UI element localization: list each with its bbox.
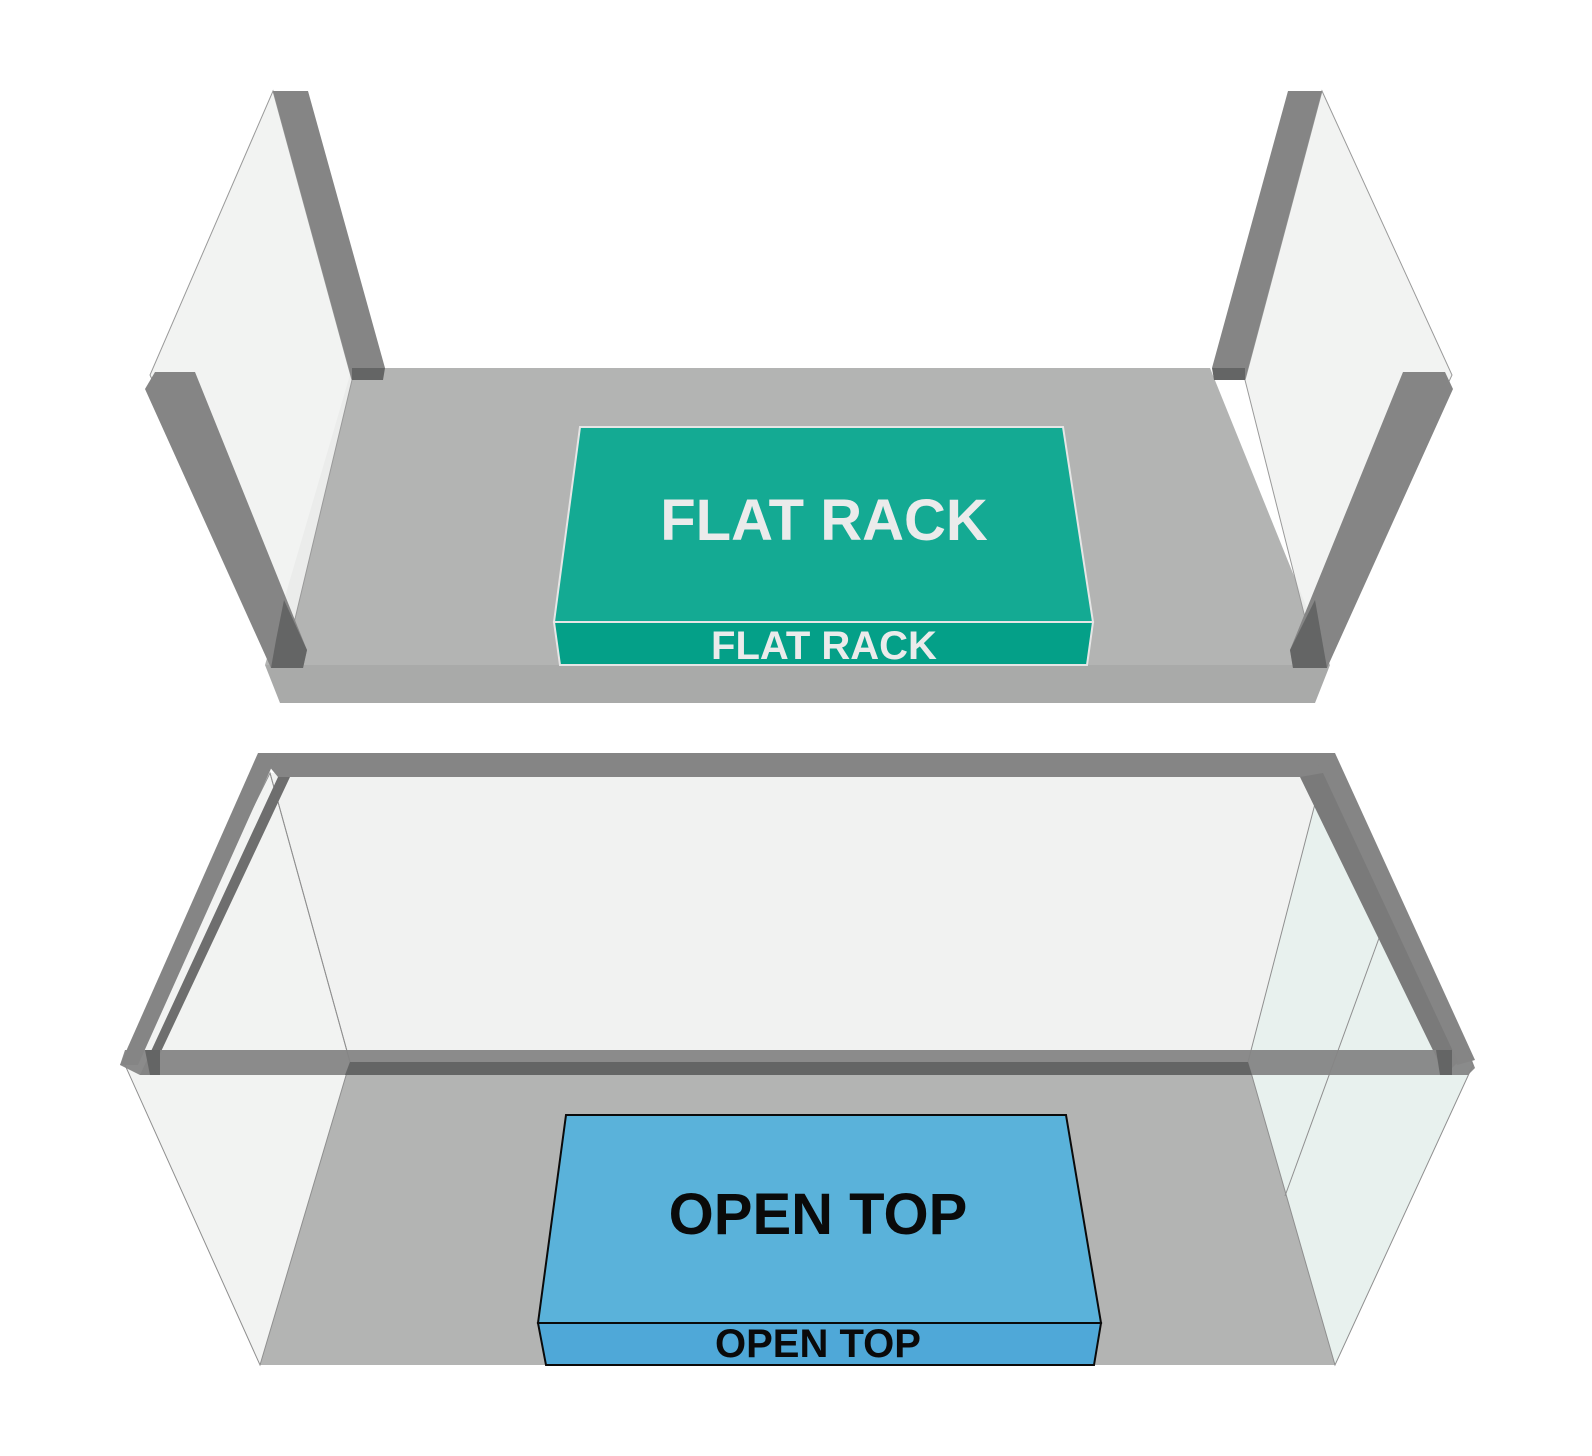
open-top-left-top-rail [120, 753, 278, 1065]
flat-rack-floor-edge [265, 665, 1330, 703]
open-top-box-front [536, 1322, 1103, 1366]
open-top-container: OPEN TOP OPEN TOP [120, 753, 1475, 1367]
open-top-left-panel-edge [269, 772, 351, 1063]
open-top-left-corner-cap [145, 1050, 160, 1075]
open-top-back-top-rail [258, 753, 1335, 777]
flat-rack-left-back-post [273, 91, 385, 380]
open-top-front-label: OPEN TOP [715, 1322, 921, 1366]
flat-rack-right-back-post [1212, 91, 1322, 380]
flat-rack-container: FLAT RACK FLAT RACK [145, 89, 1453, 703]
open-top-right-top-rail-inner [1300, 773, 1458, 1075]
flat-rack-top-label: FLAT RACK [660, 488, 988, 553]
open-top-right-top-rail [1313, 753, 1475, 1065]
open-top-back-wall [270, 773, 1323, 1062]
flat-rack-right-front-post [1290, 372, 1453, 668]
flat-rack-left-back-post-foot [352, 368, 385, 380]
open-top-front-top-rail-shade [345, 1062, 1252, 1075]
flat-rack-right-front-post-shade [1290, 600, 1327, 668]
flat-rack-left-front-post [145, 372, 307, 668]
flat-rack-box-front [552, 621, 1095, 666]
flat-rack-left-front-post-shade [271, 600, 307, 668]
open-top-top-label: OPEN TOP [669, 1182, 968, 1247]
flat-rack-right-back-post-foot [1212, 368, 1245, 380]
open-top-right-corner-cap [1436, 1050, 1452, 1075]
open-top-cargo-box: OPEN TOP OPEN TOP [536, 1114, 1103, 1366]
flat-rack-cargo-box: FLAT RACK FLAT RACK [552, 426, 1095, 668]
flat-rack-front-label: FLAT RACK [711, 624, 937, 668]
open-top-left-top-rail-inner [140, 777, 290, 1075]
